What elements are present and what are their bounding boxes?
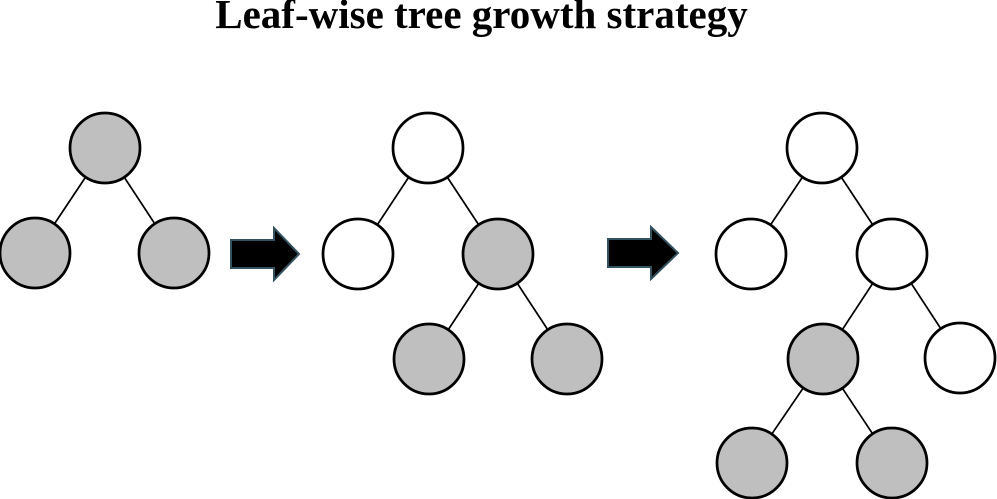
tree-node-filled — [530, 322, 604, 396]
tree-node-filled — [68, 111, 142, 185]
diagram-title: Leaf-wise tree growth strategy — [215, 0, 748, 37]
tree-node-empty — [321, 217, 395, 291]
tree-node-empty — [923, 321, 997, 395]
tree-step-2 — [321, 111, 604, 396]
tree-node-filled — [715, 426, 789, 499]
tree-node-filled — [0, 216, 72, 290]
tree-node-empty — [391, 111, 465, 185]
tree-node-empty — [855, 217, 929, 291]
tree-node-filled — [392, 322, 466, 396]
tree-node-filled — [786, 322, 860, 396]
tree-node-filled — [461, 217, 535, 291]
tree-step-1 — [0, 111, 211, 290]
tree-node-filled — [855, 426, 929, 499]
tree-node-empty — [785, 111, 859, 185]
tree-node-empty — [714, 217, 788, 291]
tree-node-filled — [137, 216, 211, 290]
right-arrow-icon — [607, 224, 680, 282]
right-arrow-icon — [230, 225, 301, 283]
tree-step-3 — [714, 111, 997, 499]
